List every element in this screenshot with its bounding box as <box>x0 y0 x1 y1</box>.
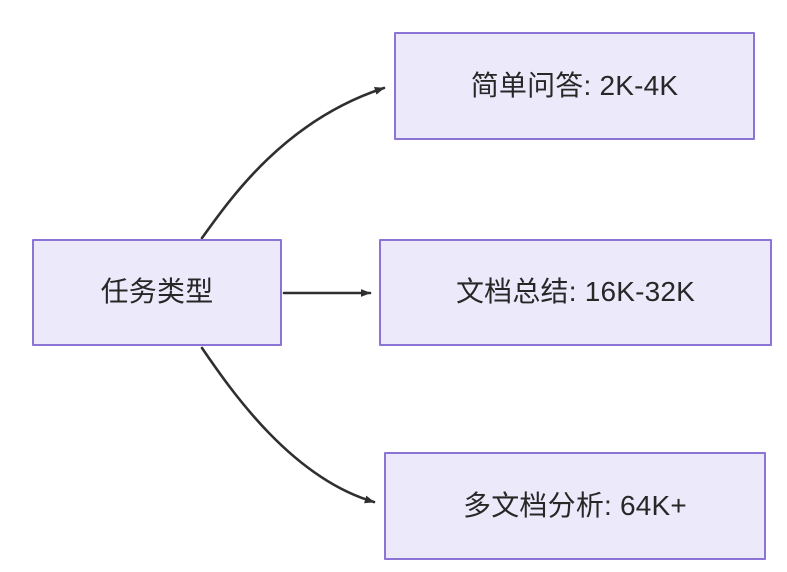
node-doc-summary[interactable]: 文档总结: 16K-32K <box>379 239 772 346</box>
node-task-type[interactable]: 任务类型 <box>32 239 282 346</box>
node-multi-doc[interactable]: 多文档分析: 64K+ <box>384 452 766 560</box>
node-label: 简单问答: 2K-4K <box>470 69 679 101</box>
node-label: 多文档分析: 64K+ <box>463 489 687 521</box>
edge-source-to-multi-doc <box>200 346 376 504</box>
node-simple-qa[interactable]: 简单问答: 2K-4K <box>394 32 755 140</box>
edge-source-to-simple-qa <box>200 86 386 240</box>
node-label: 任务类型 <box>100 276 214 308</box>
node-label: 文档总结: 16K-32K <box>455 276 696 308</box>
